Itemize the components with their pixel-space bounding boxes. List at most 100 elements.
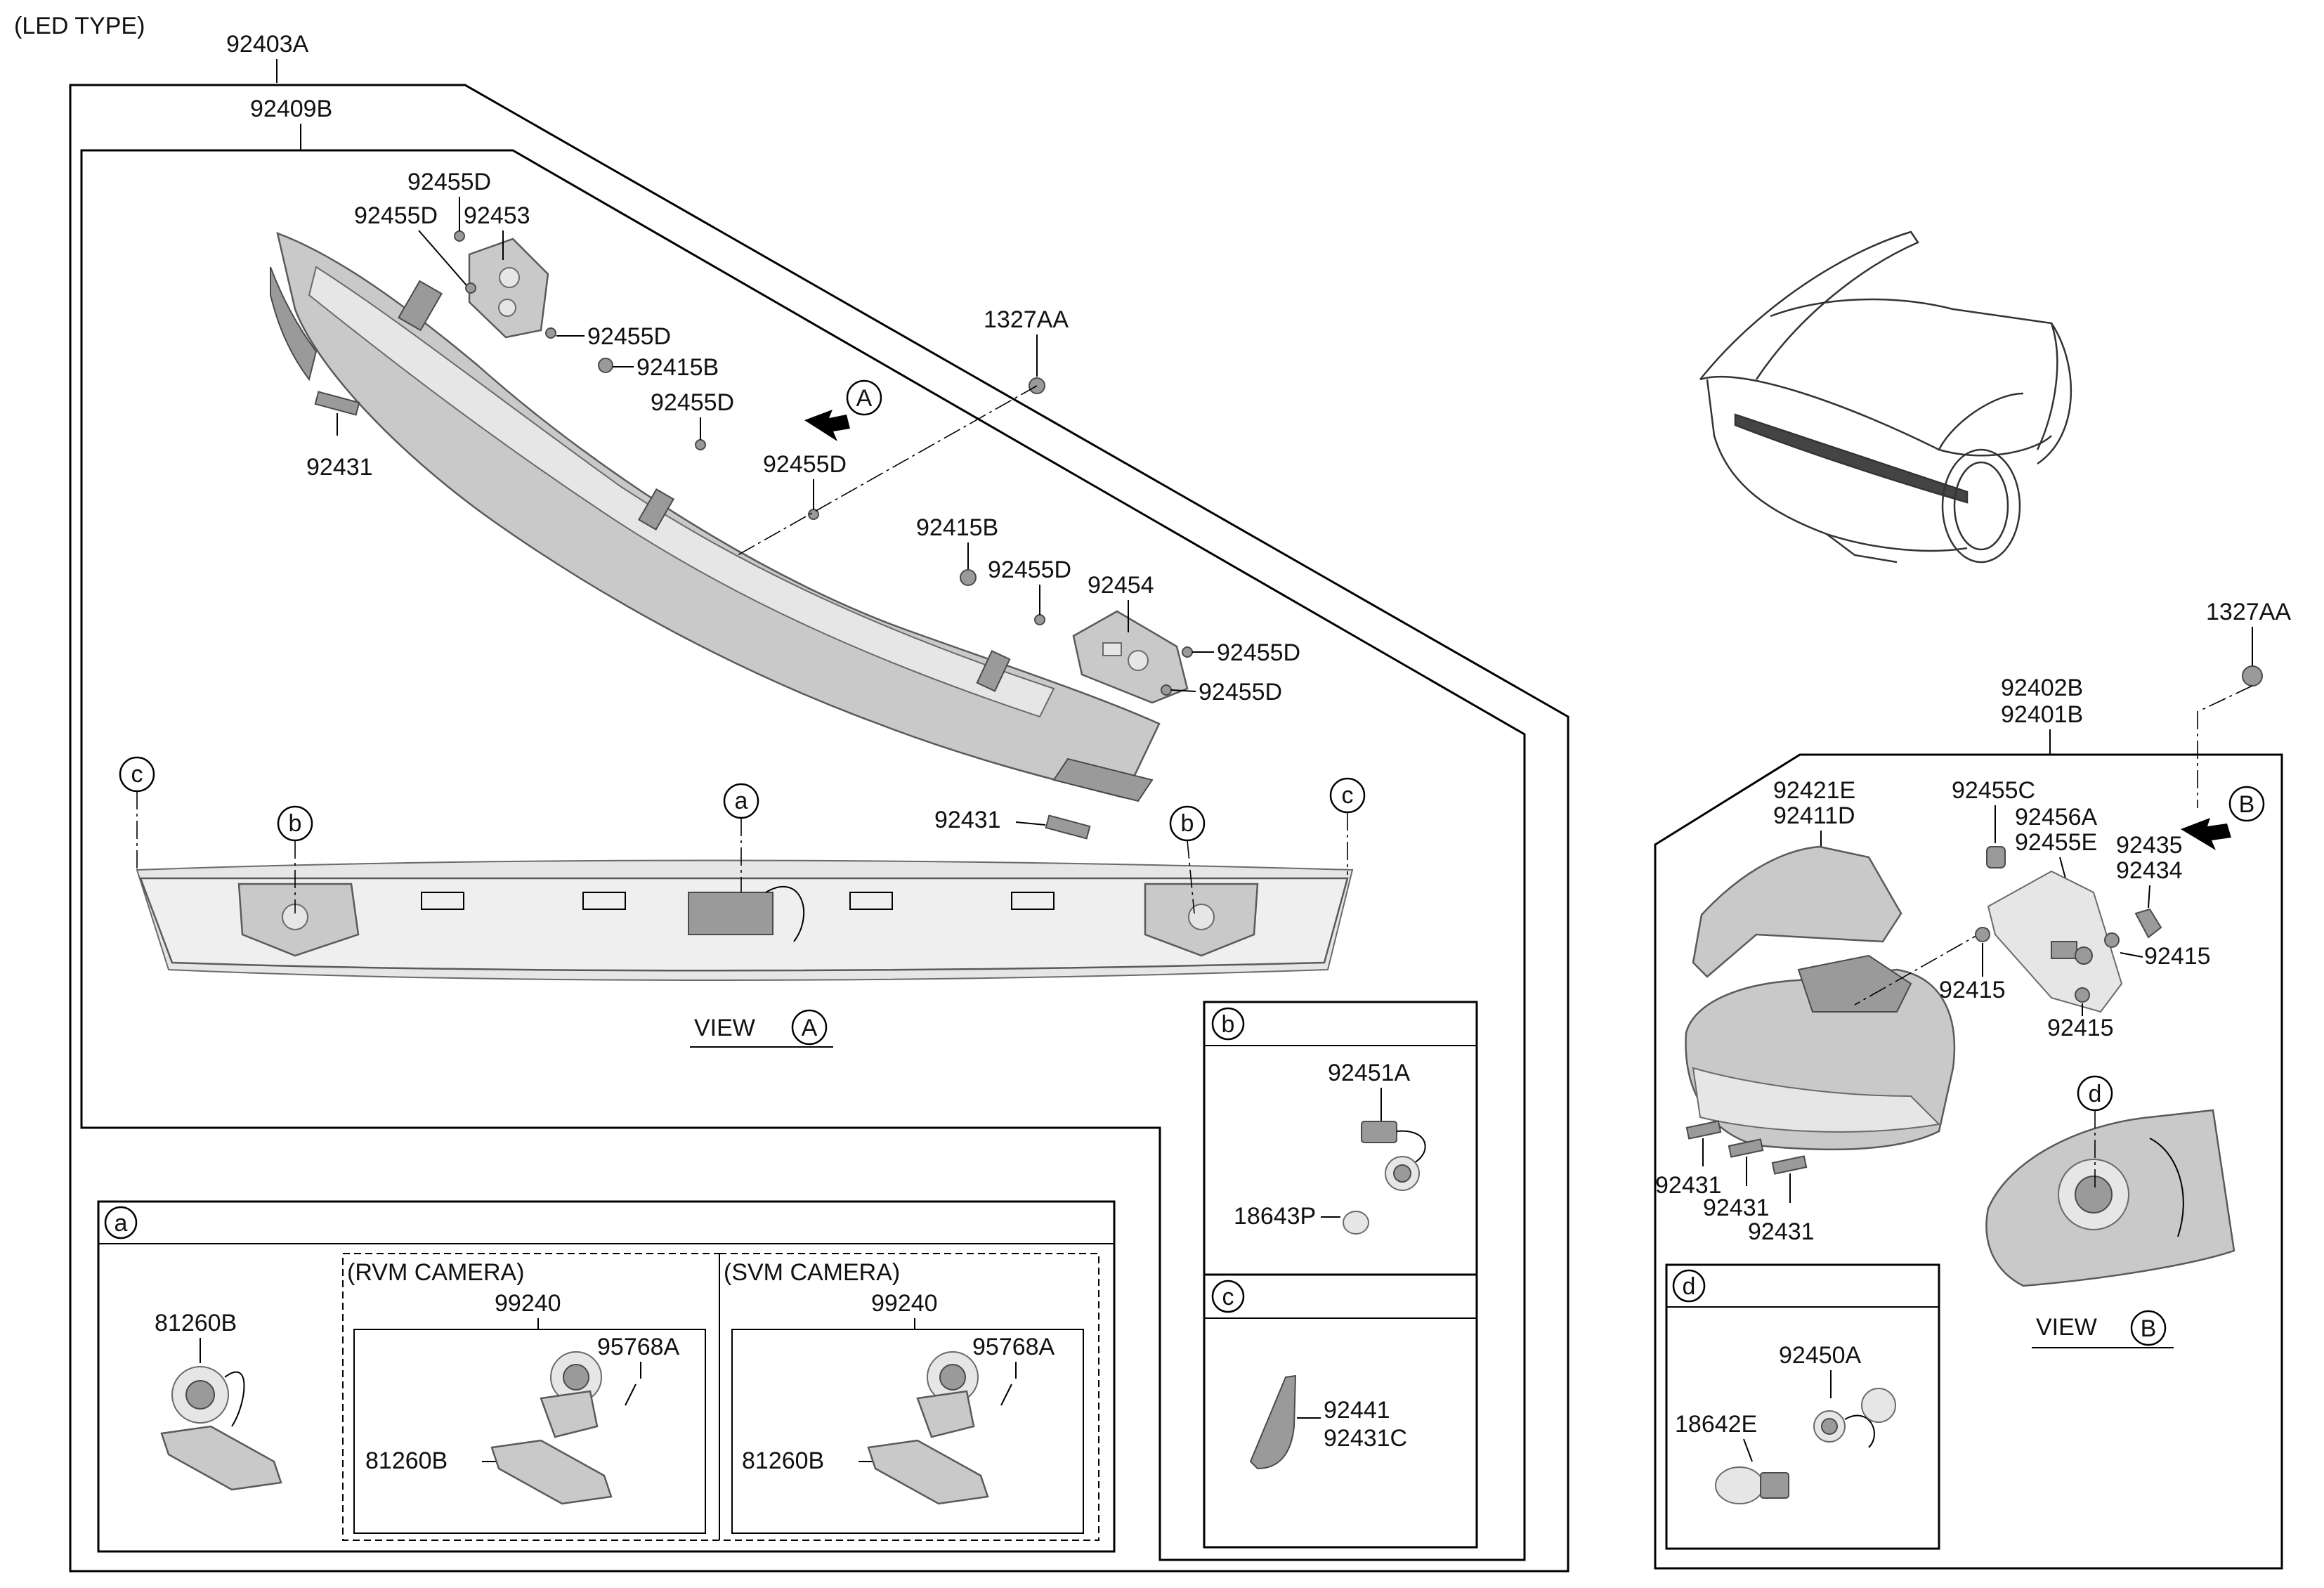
center-lamp-callouts: 92455D 92455D 92453 92455D 92415B 92455D… (306, 169, 1300, 833)
svg-text:92454: 92454 (1088, 572, 1154, 599)
side-screws: 92415 92415 92415 (1939, 927, 2211, 1041)
svg-text:92455D: 92455D (587, 323, 671, 350)
detail-c-part1: 92441 (1324, 1397, 1390, 1424)
detail-b-frame (1203, 1001, 1478, 1276)
nut-1327aa-side (2242, 665, 2263, 686)
svg-text:1327AA: 1327AA (984, 306, 1069, 333)
svg-text:92431: 92431 (1655, 1172, 1722, 1199)
side-lens2: 92411D (1773, 802, 1855, 829)
car-rear-silhouette (1699, 230, 2072, 564)
svg-text:92415: 92415 (1939, 977, 2006, 1003)
socket-92450a (1813, 1388, 1896, 1448)
svg-text:92455D: 92455D (988, 557, 1071, 583)
view-b-caption: VIEW (2036, 1314, 2097, 1341)
svg-text:92431: 92431 (306, 454, 373, 481)
view-a-arrow-letter: A (856, 385, 873, 412)
center-garnish-lamp (270, 232, 1161, 802)
grommets (454, 230, 1193, 696)
pad-92431-left (314, 391, 360, 416)
svm-title: (SVM CAMERA) (724, 1259, 900, 1286)
svg-text:b: b (1181, 810, 1194, 837)
detail-d-tag: d (1683, 1273, 1696, 1300)
side-lens-92421e (1692, 845, 1902, 978)
svm-bracket: 81260B (742, 1447, 824, 1474)
side-c2: 92456A (2015, 804, 2098, 831)
svg-text:92431: 92431 (1748, 1218, 1815, 1245)
svg-text:92455D: 92455D (407, 169, 491, 195)
side-assy2: 92401B (2001, 701, 2083, 728)
reflector-92441 (1249, 1374, 1297, 1470)
svg-text:92415B: 92415B (637, 354, 719, 381)
side-assy1: 92402B (2001, 675, 2083, 701)
svm-screw: 95768A (972, 1334, 1055, 1360)
side-lamp-frame (1654, 753, 2283, 1570)
inner-assembly-frame (80, 149, 1526, 1561)
rvm-bracket: 81260B (365, 1447, 448, 1474)
view-b-lamp (1985, 1109, 2235, 1287)
svm-box (719, 1253, 1099, 1541)
side-nut-label: 1327AA (2206, 599, 2291, 625)
svg-text:92453: 92453 (464, 202, 530, 229)
detail-b-bulb: 18643P (1234, 1203, 1316, 1230)
rvm-inner-box (353, 1329, 706, 1534)
view-b-arrow (2181, 818, 2231, 850)
assembly-sub-label: 92409B (250, 96, 332, 122)
side-c4: 92435 (2116, 832, 2183, 859)
outer-assembly-frame (69, 84, 1569, 1573)
svg-text:92431: 92431 (1703, 1195, 1770, 1221)
svg-text:b: b (289, 810, 302, 837)
assembly-top-label: 92403A (226, 31, 309, 58)
side-pads: 92431 92431 92431 (1655, 1120, 1815, 1245)
view-b-caption-letter: B (2141, 1315, 2157, 1342)
detail-d-bulb: 18642E (1675, 1411, 1757, 1438)
led-type-label: (LED TYPE) (14, 13, 145, 39)
rvm-box (342, 1253, 720, 1541)
detail-b-socket: 92451A (1328, 1060, 1411, 1086)
view-a-caption: VIEW (694, 1015, 755, 1041)
socket-92451a (1361, 1121, 1426, 1191)
detail-b-tag: b (1222, 1011, 1235, 1038)
detail-d-frame (1665, 1263, 1940, 1550)
svg-text:92415: 92415 (2144, 943, 2211, 970)
bulb-18642e (1715, 1466, 1764, 1504)
side-pad-92434 (2134, 908, 2162, 939)
side-lamp-body (1685, 954, 1956, 1151)
svm-inner-box (731, 1329, 1084, 1534)
svg-text:c: c (131, 761, 143, 788)
rvm-screw: 95768A (597, 1334, 680, 1360)
detail-d-socket: 92450A (1779, 1342, 1862, 1369)
detail-c-tag: c (1222, 1284, 1234, 1310)
view-b-arrow-letter: B (2239, 791, 2255, 818)
detail-a-part-left: 81260B (155, 1310, 237, 1336)
side-c1: 92455C (1952, 777, 2035, 804)
rvm-code: 99240 (495, 1290, 561, 1317)
svg-text:92415B: 92415B (916, 514, 998, 541)
svg-text:92415: 92415 (2047, 1015, 2114, 1041)
view-b-marker: d (2089, 1081, 2102, 1107)
side-c3: 92455E (2015, 829, 2097, 856)
detail-a-tag: a (115, 1210, 128, 1237)
detail-c-part2: 92431C (1324, 1425, 1407, 1452)
detail-c-frame (1203, 1273, 1478, 1549)
svg-text:92455D: 92455D (1199, 679, 1282, 705)
bracket-92453 (468, 237, 549, 339)
side-c5: 92434 (2116, 857, 2183, 884)
svg-text:92455D: 92455D (763, 451, 847, 478)
svg-text:92455D: 92455D (1217, 639, 1300, 666)
camera-bracket-left (160, 1366, 282, 1491)
bulb-18643p (1343, 1211, 1369, 1235)
svm-code: 99240 (871, 1290, 938, 1317)
svm-camera (867, 1351, 1012, 1505)
side-lens1: 92421E (1773, 777, 1855, 804)
view-a-arrow (804, 410, 850, 441)
view-a-caption-letter: A (802, 1015, 818, 1041)
svg-text:92431: 92431 (934, 807, 1001, 833)
view-a-markers: c b a b c (119, 756, 1366, 914)
svg-text:92455D: 92455D (651, 389, 734, 416)
rvm-camera (490, 1351, 637, 1505)
svg-text:a: a (735, 788, 748, 814)
svg-text:92455D: 92455D (354, 202, 438, 229)
rvm-title: (RVM CAMERA) (347, 1259, 525, 1286)
pad-92431-right (1045, 814, 1091, 840)
